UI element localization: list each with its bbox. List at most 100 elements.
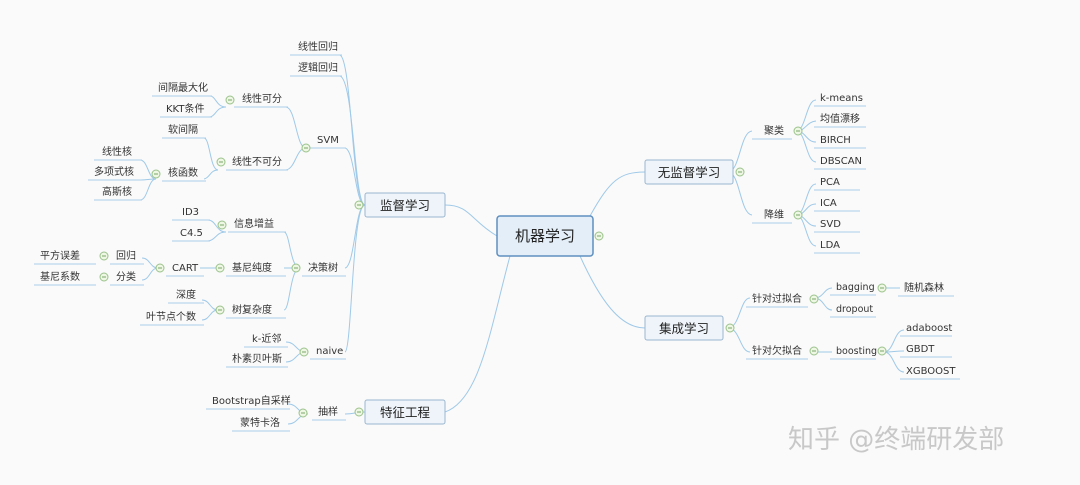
connector-regression (141, 257, 159, 269)
node-infogain[interactable]: 信息增益 (217, 217, 286, 233)
node-polykernel[interactable]: 多项式核 (88, 165, 142, 181)
node-dimred[interactable]: 降维 (752, 208, 803, 224)
node-gausskernel[interactable]: 高斯核 (94, 185, 142, 201)
node-cart[interactable]: CART (155, 263, 204, 277)
node-id3[interactable]: ID3 (172, 207, 210, 221)
node-linreg-label: 线性回归 (298, 40, 338, 53)
node-svm[interactable]: SVM (301, 135, 346, 153)
node-xgboost-label: XGBOOST (906, 366, 956, 377)
node-linreg[interactable]: 线性回归 (290, 40, 342, 56)
node-naivebayes-label: 朴素贝叶斯 (232, 352, 282, 365)
connector-depth (201, 299, 219, 311)
branch-feature-label: 特征工程 (380, 405, 431, 420)
node-montecarlo[interactable]: 蒙特卡洛 (232, 416, 290, 432)
branch-unsupervised-box (644, 159, 734, 185)
node-randomforest-label: 随机森林 (904, 281, 944, 294)
branch-supervised-label: 监督学习 (380, 198, 430, 213)
connector-leafcount (201, 309, 219, 321)
node-dtree[interactable]: 决策树 (291, 261, 346, 277)
node-nonlinsep[interactable]: 线性不可分 (216, 155, 288, 171)
connector-logreg (339, 75, 366, 206)
node-infogain-label: 信息增益 (234, 217, 274, 230)
watermark: 知乎 @终端研发部 (788, 425, 1004, 455)
connector-c45 (207, 231, 227, 242)
node-ica[interactable]: ICA (814, 198, 860, 212)
node-marginmax[interactable]: 间隔最大化 (152, 81, 212, 97)
node-underfit[interactable]: 针对欠拟合 (746, 344, 819, 360)
node-svm-label: SVM (317, 135, 339, 146)
node-classification[interactable]: 分类 (99, 270, 144, 286)
node-naivebayes[interactable]: 朴素贝叶斯 (226, 352, 288, 368)
node-logreg[interactable]: 逻辑回归 (290, 61, 342, 77)
node-boosting[interactable]: boosting (830, 346, 887, 360)
node-gini[interactable]: 基尼纯度 (215, 261, 286, 277)
node-xgboost[interactable]: XGBOOST (900, 366, 960, 380)
node-svd[interactable]: SVD (814, 219, 860, 233)
node-underfit-label: 针对欠拟合 (752, 344, 802, 357)
node-kernel[interactable]: 核函数 (151, 166, 206, 182)
connector-classification (141, 267, 159, 281)
node-meanshift[interactable]: 均值漂移 (814, 112, 866, 128)
node-randomforest[interactable]: 随机森林 (898, 281, 954, 297)
node-polykernel-label: 多项式核 (94, 165, 134, 178)
node-linkernel[interactable]: 线性核 (94, 145, 142, 161)
node-treecomplex[interactable]: 树复杂度 (215, 303, 286, 319)
node-linsep[interactable]: 线性可分 (225, 92, 288, 108)
branch-supervised[interactable]: 监督学习 (354, 192, 446, 218)
branch-feature[interactable]: 特征工程 (354, 399, 446, 425)
node-knn-label: k-近邻 (252, 332, 281, 345)
node-birch[interactable]: BIRCH (814, 135, 866, 149)
branch-supervised-box (364, 192, 446, 218)
node-bootstrap[interactable]: Bootstrap自采样 (206, 394, 291, 410)
node-dropout[interactable]: dropout (830, 304, 876, 318)
branch-ensemble[interactable]: 集成学习 (644, 315, 735, 341)
node-leafcount-label: 叶节点个数 (146, 310, 196, 323)
supervised-subtree: 线性回归 逻辑回归 SVM 线性可分 间隔最大化 KKT条件 (34, 40, 346, 368)
connector-gausskernel (139, 178, 157, 201)
node-pca[interactable]: PCA (814, 177, 860, 191)
connector-root-supervised (444, 204, 498, 237)
node-adaboost[interactable]: adaboost (900, 323, 952, 337)
node-boosting-label: boosting (836, 346, 877, 357)
connector-pca (795, 183, 817, 216)
node-regression[interactable]: 回归 (99, 249, 144, 265)
node-sqerr[interactable]: 平方误差 (34, 249, 96, 265)
node-linkernel-label: 线性核 (102, 145, 132, 158)
node-clustering[interactable]: 聚类 (752, 124, 803, 140)
node-depth[interactable]: 深度 (168, 288, 204, 304)
node-dbscan[interactable]: DBSCAN (814, 156, 866, 170)
node-logreg-label: 逻辑回归 (298, 61, 338, 74)
node-overfit[interactable]: 针对过拟合 (746, 292, 819, 308)
node-leafcount[interactable]: 叶节点个数 (140, 310, 204, 326)
node-bagging[interactable]: bagging (830, 282, 887, 296)
node-dimred-label: 降维 (764, 208, 784, 221)
node-c45[interactable]: C4.5 (172, 228, 210, 242)
node-knn[interactable]: k-近邻 (244, 332, 288, 348)
connector-kernel (203, 169, 219, 180)
node-sampling[interactable]: 抽样 (298, 405, 346, 421)
node-kmeans[interactable]: k-means (814, 93, 866, 107)
node-montecarlo-label: 蒙特卡洛 (240, 416, 280, 429)
node-clustering-label: 聚类 (764, 124, 784, 137)
branch-ensemble-label: 集成学习 (659, 321, 709, 336)
node-lda[interactable]: LDA (814, 240, 860, 254)
node-depth-label: 深度 (176, 288, 196, 301)
node-gausskernel-label: 高斯核 (102, 185, 132, 198)
node-kkt[interactable]: KKT条件 (160, 102, 212, 118)
unsupervised-subtree: 聚类 k-means 均值漂移 BIRCH DBSCAN 降维 PC (752, 93, 866, 254)
node-gbdt[interactable]: GBDT (900, 344, 952, 358)
node-bagging-label: bagging (836, 282, 875, 293)
root-node[interactable]: 机器学习 (496, 215, 604, 257)
feature-subtree: 抽样 Bootstrap自采样 蒙特卡洛 (206, 394, 346, 432)
connector-infogain (283, 231, 301, 269)
root-box (496, 215, 594, 257)
node-gini-label: 基尼纯度 (232, 261, 272, 274)
node-treecomplex-label: 树复杂度 (232, 303, 272, 316)
branch-feature-box (364, 399, 446, 425)
branch-unsupervised[interactable]: 无监督学习 (644, 159, 745, 185)
node-classification-label: 分类 (116, 270, 136, 283)
connector-naive (344, 204, 366, 353)
node-softmargin[interactable]: 软间隔 (162, 123, 206, 139)
node-ginicoef[interactable]: 基尼系数 (34, 270, 96, 286)
node-naive[interactable]: naive (299, 346, 346, 360)
